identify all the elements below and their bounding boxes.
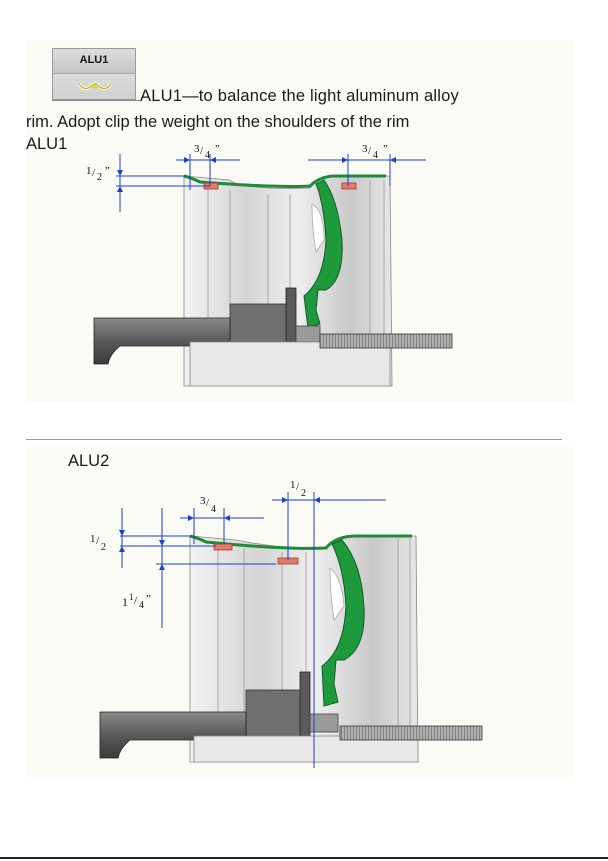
svg-text:/: /	[92, 167, 96, 179]
button-underline	[52, 100, 140, 101]
rim-disk-green-2	[321, 539, 365, 707]
svg-text:3: 3	[200, 495, 206, 507]
svg-text:/: /	[368, 145, 372, 157]
weight-left-2	[213, 543, 233, 551]
svg-text:1: 1	[290, 479, 296, 491]
svg-text:2: 2	[301, 488, 306, 499]
shaft	[93, 317, 231, 365]
description-line-1: ALU1—to balance the light aluminum alloy	[140, 87, 459, 105]
svg-text:3: 3	[362, 143, 368, 155]
threaded-rod-2	[339, 725, 483, 741]
svg-text:/: /	[206, 497, 210, 509]
svg-text:2: 2	[97, 172, 102, 183]
alu1-button-header	[53, 49, 135, 74]
svg-text:4: 4	[373, 150, 378, 161]
rim-edge-green	[183, 174, 386, 188]
alu1-button[interactable]: ALU1	[52, 48, 136, 100]
svg-text:/: /	[296, 481, 300, 493]
footer-rule	[0, 857, 608, 859]
svg-text:/: /	[200, 145, 204, 157]
svg-text:”: ”	[105, 165, 110, 177]
description-line-2: rim. Adopt clip the weight on the should…	[26, 113, 410, 131]
svg-text:4: 4	[205, 150, 210, 161]
svg-text:”: ”	[383, 143, 388, 155]
alu1-button-label: ALU1	[79, 54, 109, 66]
rim-disk-green	[303, 179, 343, 329]
svg-text:2: 2	[101, 542, 106, 553]
alu1-heading: ALU1	[26, 135, 68, 153]
svg-text:1: 1	[86, 165, 92, 177]
svg-text:1: 1	[90, 533, 96, 545]
rim-edge-green-2	[189, 534, 412, 550]
alu1-rim-diagram: 3 / 4 ” 3 / 4 ” 1 / 2 ”	[86, 143, 453, 387]
alu2-heading: ALU2	[68, 452, 110, 470]
svg-text:1: 1	[129, 592, 134, 602]
clip-weight-icon	[77, 82, 113, 91]
svg-text:/: /	[134, 595, 138, 607]
svg-text:”: ”	[146, 593, 151, 605]
svg-text:1: 1	[122, 595, 128, 609]
section-divider	[26, 439, 562, 440]
svg-text:”: ”	[215, 143, 220, 155]
alu2-rim-diagram: 1 / 2 3 / 4 1 / 2 1 1 / 4 ”	[90, 479, 483, 768]
shaft-2	[99, 711, 247, 759]
svg-text:3: 3	[194, 143, 200, 155]
svg-text:4: 4	[139, 600, 144, 611]
svg-text:/: /	[96, 535, 100, 547]
weight-right	[341, 182, 357, 190]
svg-text:4: 4	[211, 504, 216, 515]
threaded-rod	[319, 333, 453, 349]
